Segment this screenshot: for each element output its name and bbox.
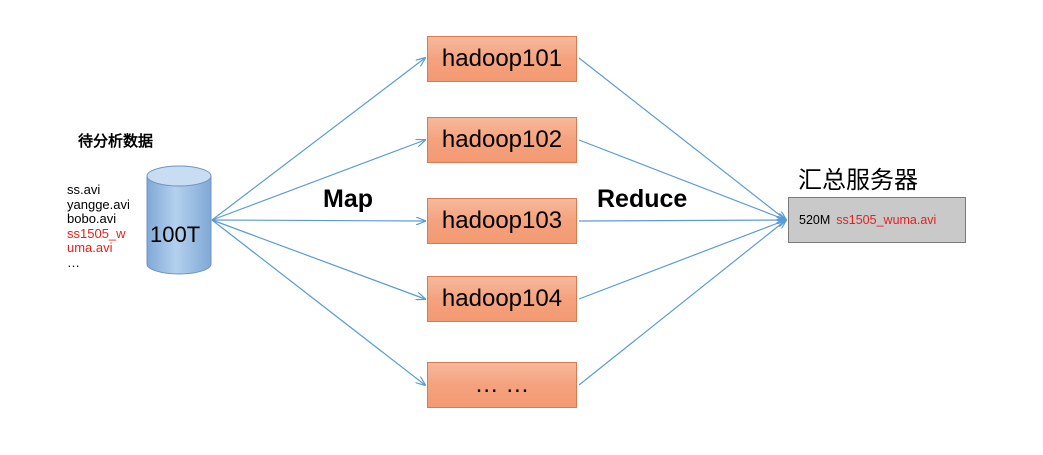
map-arrow-3 bbox=[211, 220, 425, 221]
reduce-arrow-5 bbox=[578, 220, 786, 386]
server-box: 520M ss1505_wuma.avi bbox=[788, 197, 966, 243]
map-arrow-5 bbox=[211, 219, 425, 385]
map-arrow-4 bbox=[211, 219, 425, 299]
node-hadoop104: hadoop104 bbox=[427, 276, 577, 322]
file-item-highlight: uma.avi bbox=[67, 240, 113, 256]
reduce-arrows bbox=[578, 57, 786, 386]
reduce-arrow-3 bbox=[578, 220, 786, 221]
file-item-ellipsis: … bbox=[67, 254, 80, 270]
file-item-highlight: ss1505_w bbox=[67, 225, 126, 241]
file-item: bobo.avi bbox=[67, 211, 117, 227]
reduce-arrow-4 bbox=[578, 220, 786, 300]
map-arrow-1 bbox=[211, 58, 425, 221]
storage-size-label: 100T bbox=[150, 222, 201, 247]
server-file: ss1505_wuma.avi bbox=[836, 213, 937, 227]
file-list: ss.avi yangge.avi bobo.avi ss1505_w uma.… bbox=[67, 182, 147, 271]
reduce-arrow-2 bbox=[578, 139, 786, 220]
map-arrows bbox=[211, 58, 425, 385]
reduce-phase-label: Reduce bbox=[597, 185, 688, 213]
source-data-title: 待分析数据 bbox=[78, 133, 154, 150]
server-title: 汇总服务器 bbox=[798, 167, 918, 194]
reduce-arrow-1 bbox=[578, 57, 786, 220]
server-size: 520M bbox=[799, 213, 831, 227]
node-more: … … bbox=[427, 362, 577, 408]
file-item: yangge.avi bbox=[67, 196, 130, 212]
node-hadoop101: hadoop101 bbox=[427, 36, 577, 82]
node-hadoop103: hadoop103 bbox=[427, 198, 577, 244]
file-item: ss.avi bbox=[67, 182, 101, 197]
node-hadoop102: hadoop102 bbox=[427, 117, 577, 163]
storage-cylinder-icon bbox=[146, 165, 212, 275]
map-arrow-2 bbox=[211, 140, 425, 221]
map-phase-label: Map bbox=[323, 185, 373, 213]
